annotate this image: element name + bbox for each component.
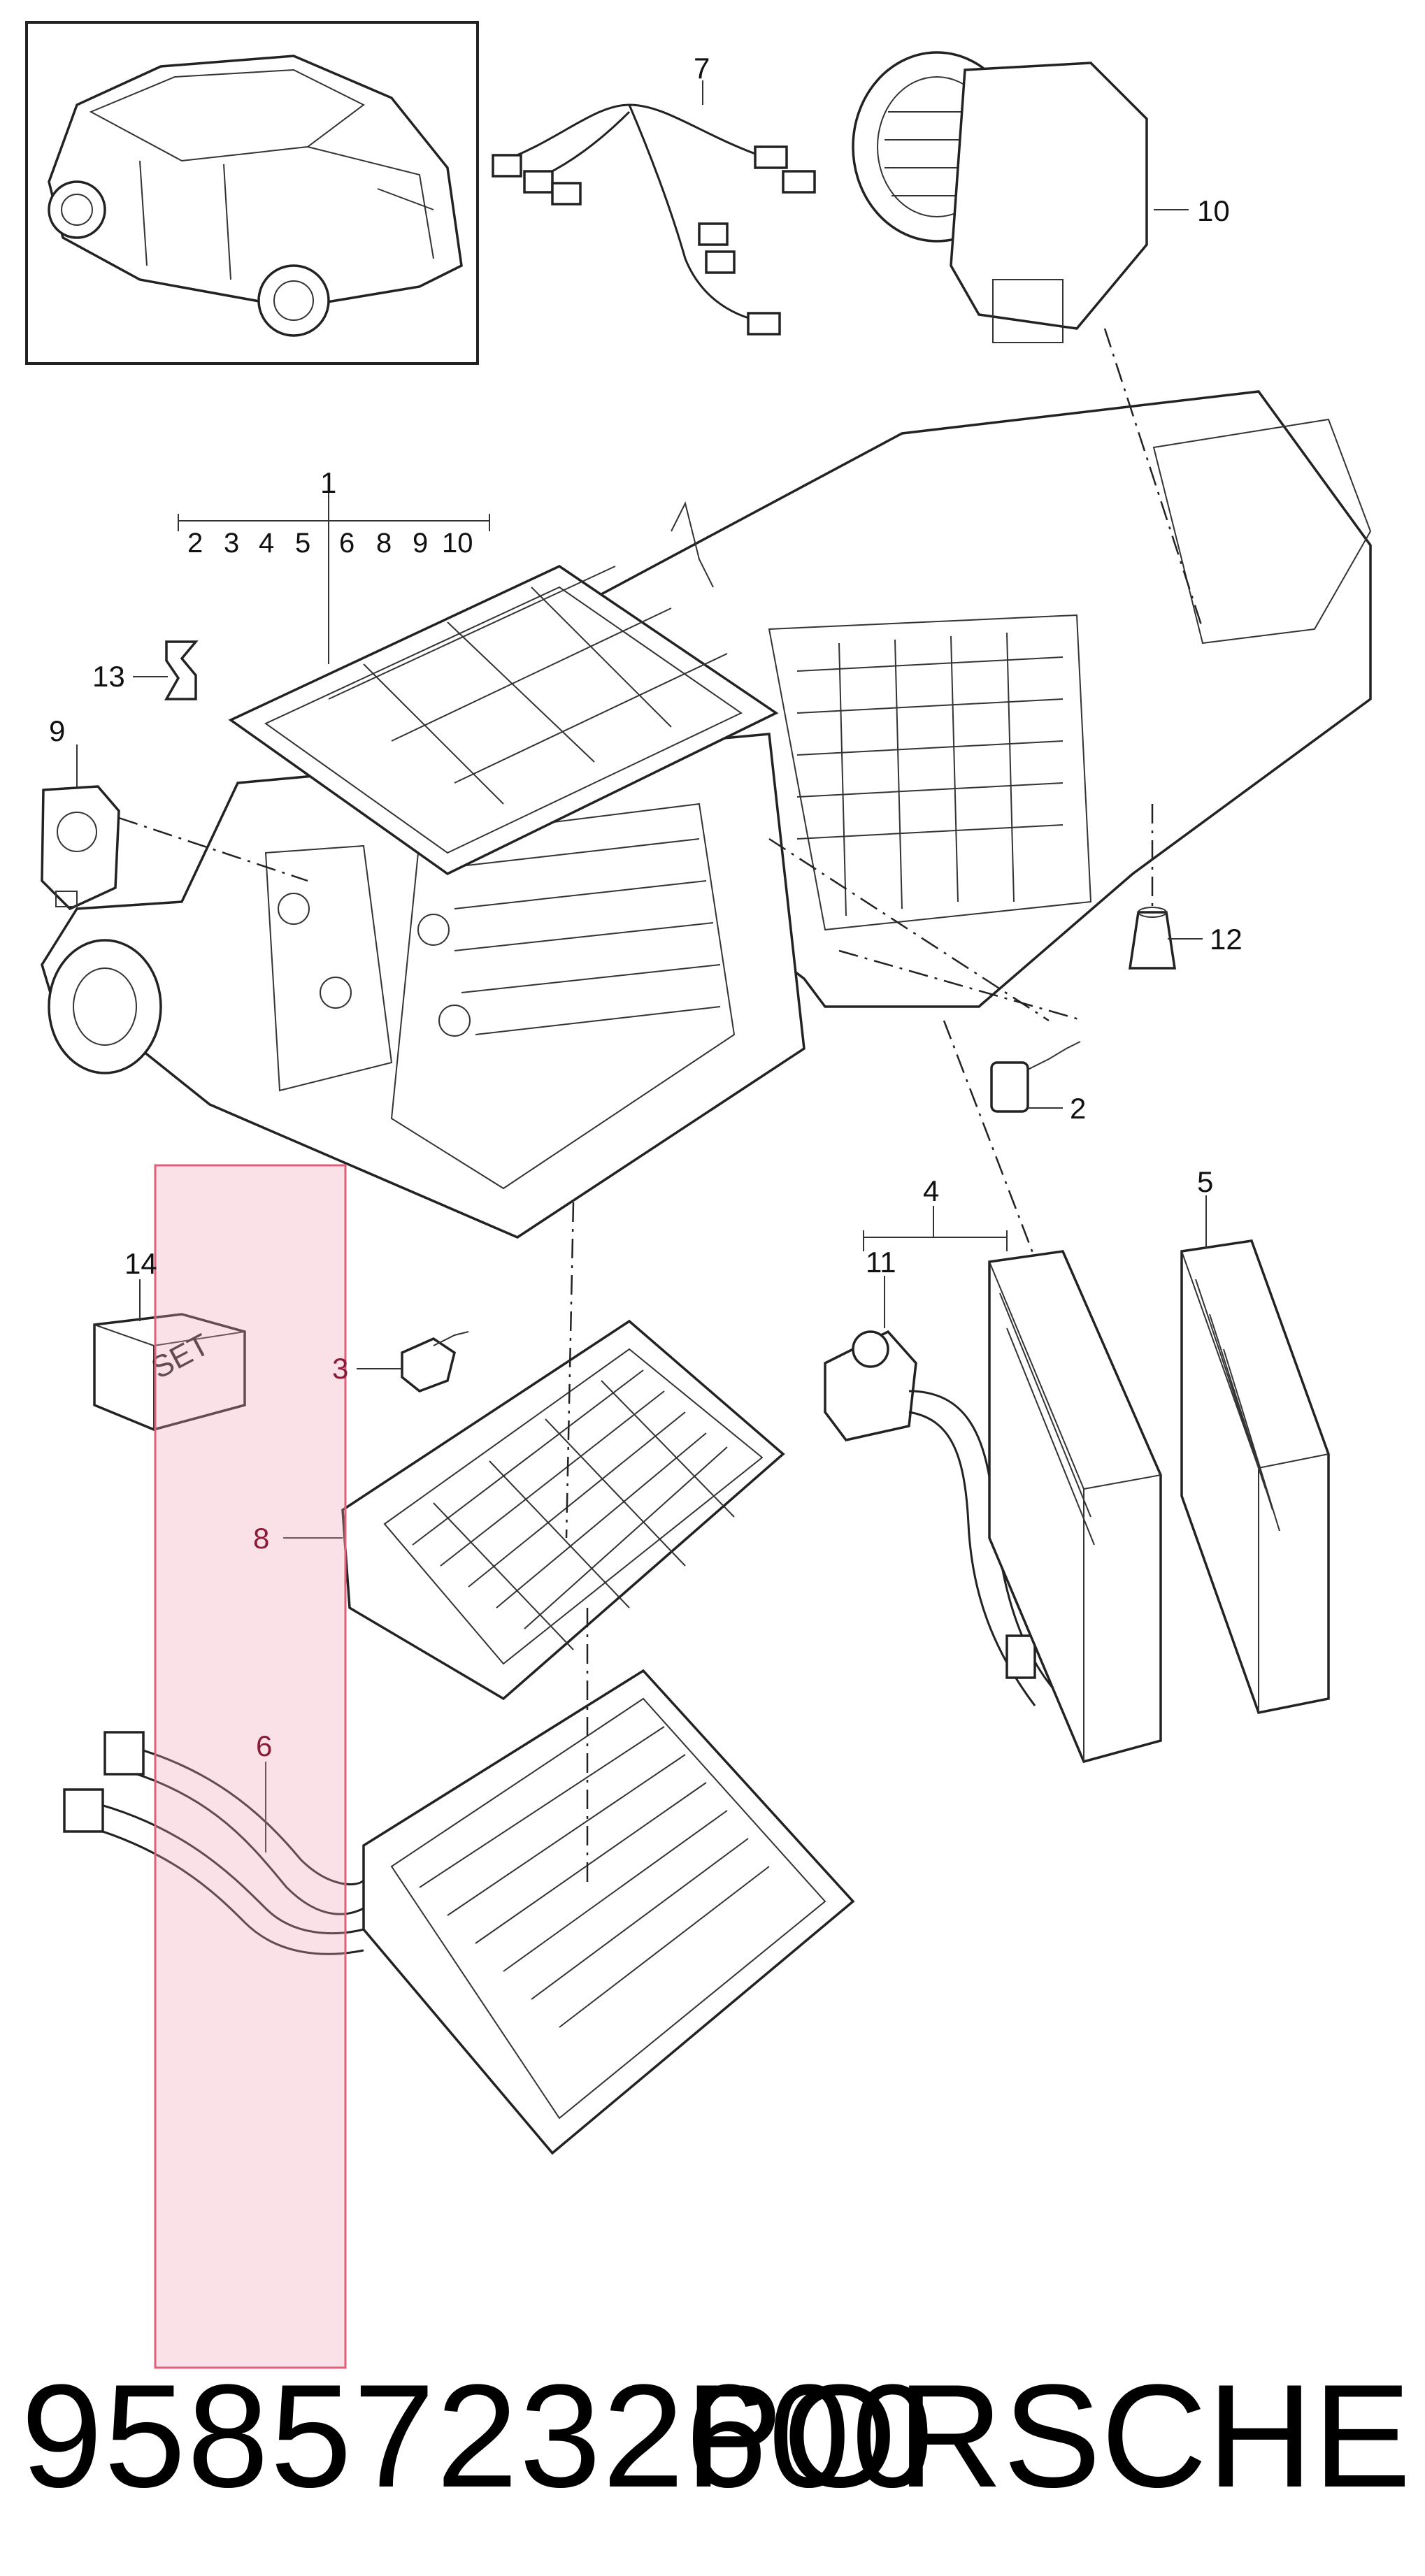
heater-core-module xyxy=(341,1319,785,1701)
evaporator xyxy=(988,1250,1162,1764)
brand-name: PORSCHE xyxy=(685,2354,1411,2518)
callout-11: 11 xyxy=(866,1246,896,1279)
callout-12: 12 xyxy=(1210,923,1243,956)
sub-index-item: 2 xyxy=(187,528,203,559)
callout-1-sub-index: 2 3 4 5 6 8 9 10 xyxy=(187,528,473,559)
actuator xyxy=(41,785,120,911)
callout-5: 5 xyxy=(1197,1165,1213,1198)
sub-index-item: 10 xyxy=(442,528,473,559)
sub-index-item: 5 xyxy=(295,528,310,559)
vehicle-thumbnail xyxy=(25,21,479,365)
grommet xyxy=(1128,907,1177,970)
blower-motor xyxy=(852,51,1148,343)
callout-numbers: 1 7 10 13 9 12 2 4 5 11 14 3 8 6 xyxy=(49,52,1243,1762)
set-box: SET xyxy=(93,1313,246,1431)
callout-9: 9 xyxy=(49,714,65,747)
leader-lines xyxy=(76,80,1207,1852)
callout-4: 4 xyxy=(923,1174,939,1207)
wiring-harness xyxy=(492,103,816,336)
temperature-sensor xyxy=(990,1041,1081,1113)
callout-13: 13 xyxy=(92,660,125,693)
callout-8: 8 xyxy=(253,1522,269,1555)
callout-2: 2 xyxy=(1070,1092,1086,1125)
hvac-housing xyxy=(41,390,1372,1239)
sub-index-item: 6 xyxy=(339,528,355,559)
callout-7: 7 xyxy=(694,52,710,85)
callout-3: 3 xyxy=(332,1352,348,1385)
callout-14: 14 xyxy=(124,1247,157,1280)
sub-index-item: 3 xyxy=(224,528,239,559)
highlight-frame xyxy=(154,1164,347,2369)
callout-6: 6 xyxy=(256,1729,272,1762)
expansion-valve xyxy=(824,1330,1057,1706)
sub-index-item: 8 xyxy=(376,528,392,559)
sub-index-item: 4 xyxy=(259,528,274,559)
small-sensor xyxy=(401,1331,469,1393)
heat-exchanger xyxy=(63,1669,855,2155)
callout-1: 1 xyxy=(320,466,336,499)
assembly-lines xyxy=(118,328,1204,1887)
clip-part xyxy=(164,640,199,700)
sub-index-item: 9 xyxy=(413,528,428,559)
cabin-filter xyxy=(1180,1239,1330,1715)
part-number: 95857232600 xyxy=(21,2354,935,2518)
callout-10: 10 xyxy=(1197,194,1230,227)
